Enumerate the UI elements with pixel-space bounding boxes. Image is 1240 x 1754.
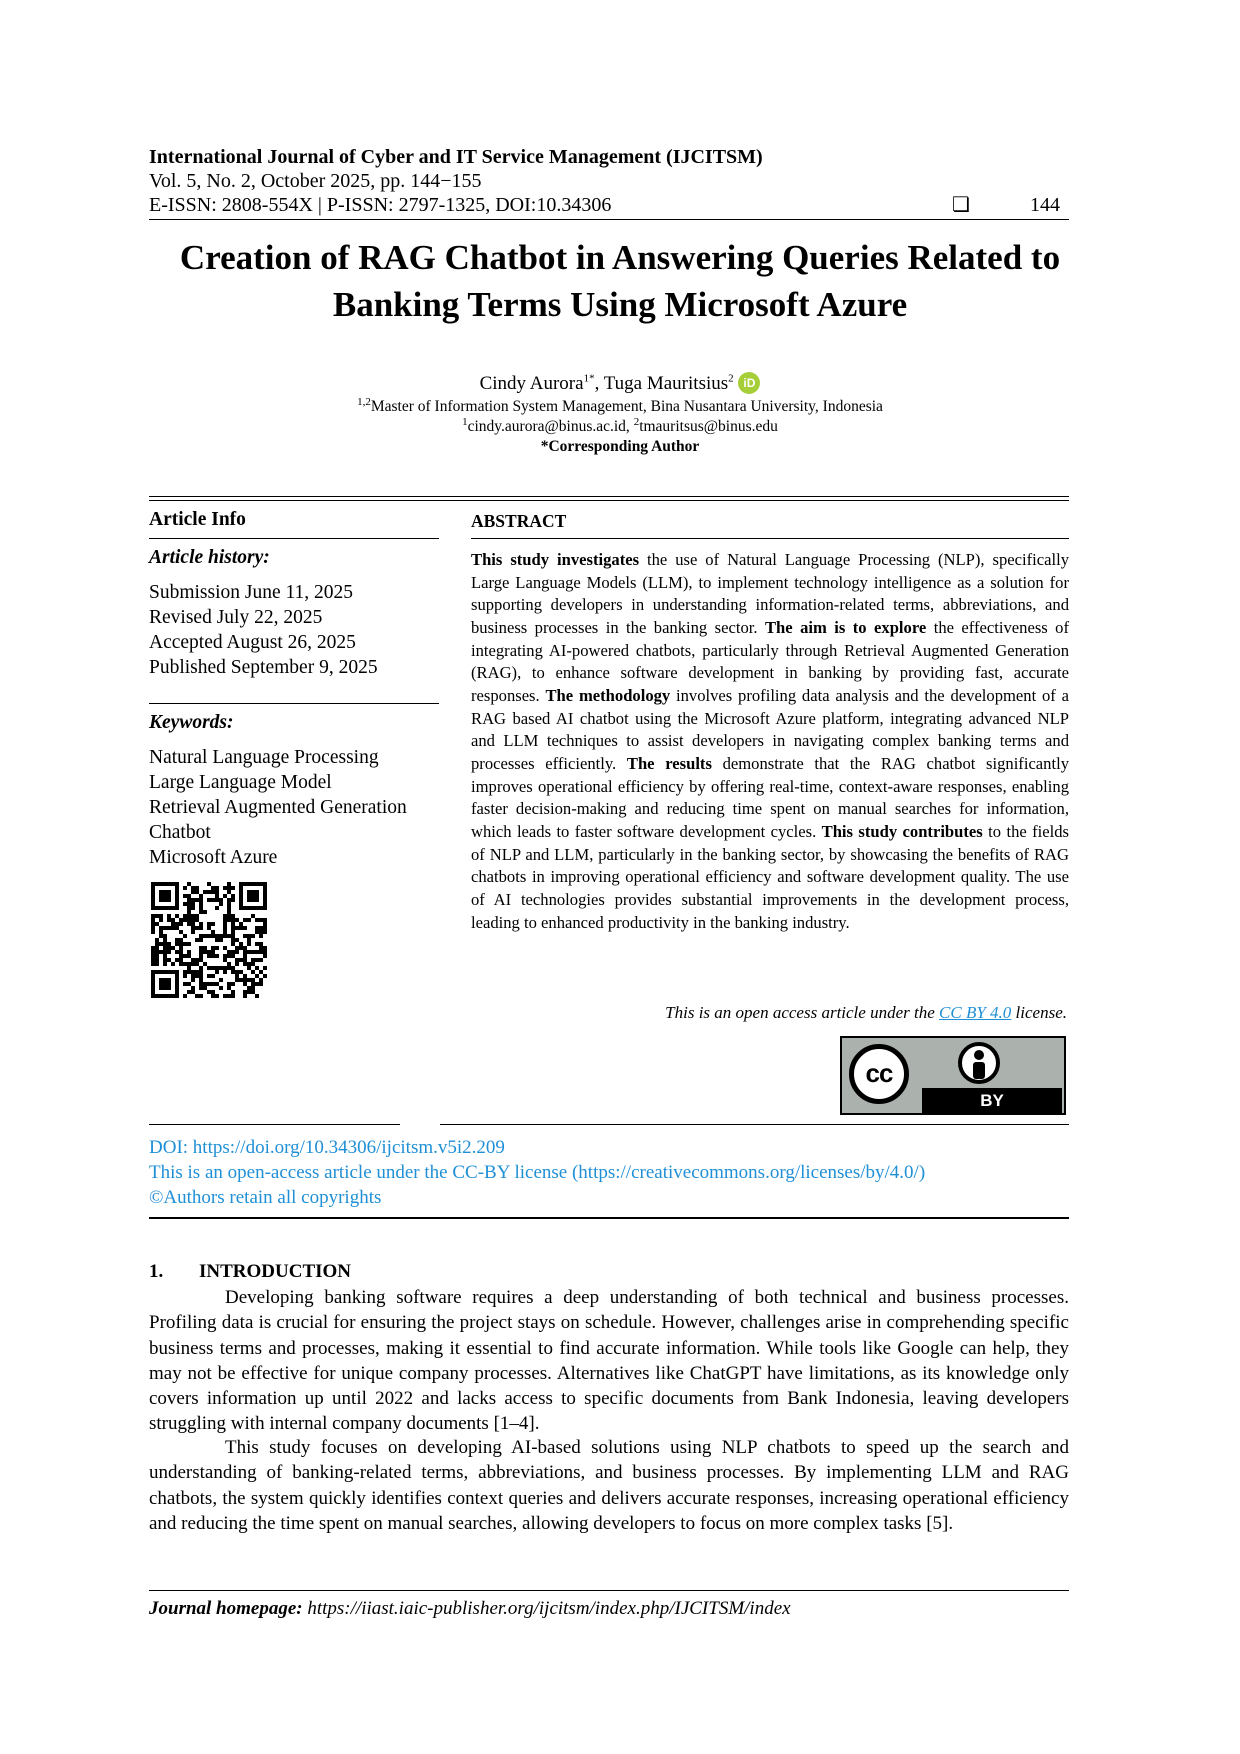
header-rule bbox=[149, 219, 1069, 220]
keywords-rule bbox=[149, 703, 439, 704]
license-pre: This is an open access article under the bbox=[665, 1003, 940, 1022]
cc-by-badge[interactable]: cc BY bbox=[840, 1036, 1066, 1115]
license-line: This is an open access article under the… bbox=[471, 1002, 1067, 1024]
email-2-sup: 2 bbox=[633, 415, 640, 428]
doi-rule-right bbox=[440, 1124, 1069, 1125]
affiliation-text: Master of Information System Management,… bbox=[370, 398, 883, 415]
keywords-list: Natural Language Processing Large Langua… bbox=[149, 745, 407, 870]
box-icon: ❏ bbox=[952, 194, 970, 216]
doi-bottom-rule bbox=[149, 1217, 1069, 1219]
affiliation-sup: 1,2 bbox=[357, 395, 371, 408]
keyword-item: Natural Language Processing bbox=[149, 747, 379, 768]
history-item: Submission June 11, 2025 bbox=[149, 582, 354, 603]
intro-paragraph-2: This study focuses on developing AI-base… bbox=[149, 1437, 1069, 1534]
open-access-license[interactable]: This is an open-access article under the… bbox=[149, 1162, 926, 1183]
copyright-note: ©Authors retain all copyrights bbox=[149, 1187, 382, 1208]
history-item: Published September 9, 2025 bbox=[149, 657, 378, 678]
email-1: cindy.aurora@binus.ac.id, bbox=[467, 418, 634, 435]
article-info-rule bbox=[149, 538, 439, 539]
doi-rule-left bbox=[149, 1124, 400, 1125]
keyword-item: Large Language Model bbox=[149, 772, 332, 793]
emails: 1cindy.aurora@binus.ac.id, 2tmauritsus@b… bbox=[140, 415, 1100, 437]
author-separator: , bbox=[594, 373, 604, 394]
history-item: Revised July 22, 2025 bbox=[149, 607, 323, 628]
abstract-text-5: to the fields of NLP and LLM, particular… bbox=[471, 821, 1069, 932]
abstract-text-2: the effectiveness of integrating AI-powe… bbox=[471, 617, 1069, 705]
section-heading: INTRODUCTION bbox=[199, 1261, 352, 1282]
person-head bbox=[974, 1050, 984, 1060]
double-rule-bottom bbox=[149, 500, 1069, 501]
abstract-text-4: demonstrate that the RAG chatbot signifi… bbox=[471, 753, 1069, 841]
homepage-label: Journal homepage: bbox=[149, 1598, 303, 1619]
doi-link[interactable]: DOI: https://doi.org/10.34306/ijcitsm.v5… bbox=[149, 1137, 505, 1158]
by-label: BY bbox=[980, 1091, 1004, 1110]
keyword-item: Retrieval Augmented Generation bbox=[149, 797, 407, 818]
corresponding-author: *Corresponding Author bbox=[540, 438, 700, 455]
footer-rule bbox=[149, 1590, 1069, 1591]
email-2: tmauritsus@binus.edu bbox=[639, 418, 778, 435]
issn-info: E-ISSN: 2808-554X | P-ISSN: 2797-1325, D… bbox=[149, 194, 612, 216]
abstract-bold-5: This study contributes bbox=[821, 821, 983, 841]
abstract-bold-4: The results bbox=[626, 753, 712, 773]
volume-info: Vol. 5, No. 2, October 2025, pp. 144−155 bbox=[149, 170, 482, 192]
abstract-body: This study investigates the use of Natur… bbox=[471, 549, 1069, 934]
abstract-bold-3: The methodology bbox=[545, 685, 671, 705]
intro-paragraph-1: Developing banking software requires a d… bbox=[149, 1287, 1069, 1435]
history-item: Accepted August 26, 2025 bbox=[149, 632, 356, 653]
cc-icon: cc bbox=[849, 1044, 909, 1104]
section-number: 1. bbox=[149, 1261, 164, 1282]
abstract-bold-2: The aim is to explore bbox=[764, 617, 927, 637]
abstract-text-3: involves profiling data analysis and the… bbox=[471, 685, 1069, 773]
keywords-heading: Keywords: bbox=[149, 712, 234, 733]
affiliation: 1,2Master of Information System Manageme… bbox=[140, 395, 1100, 417]
history-list: Submission June 11, 2025 Revised July 22… bbox=[149, 580, 378, 680]
keyword-item: Chatbot bbox=[149, 822, 211, 843]
history-heading: Article history: bbox=[149, 547, 270, 568]
email-1-sup: 1 bbox=[462, 415, 468, 428]
article-info-heading: Article Info bbox=[149, 509, 246, 530]
keyword-item: Microsoft Azure bbox=[149, 847, 278, 868]
abstract-text-1: the use of Natural Language Processing (… bbox=[471, 550, 1069, 637]
person-body bbox=[973, 1062, 985, 1079]
abstract-rule bbox=[471, 538, 1069, 539]
author-1: Cindy Aurora bbox=[479, 373, 584, 394]
cc-by-link[interactable]: CC BY 4.0 bbox=[939, 1003, 1012, 1022]
author-1-sup: 1* bbox=[583, 372, 595, 385]
abstract-heading: ABSTRACT bbox=[471, 511, 567, 531]
journal-name: International Journal of Cyber and IT Se… bbox=[149, 146, 763, 168]
journal-homepage: Journal homepage: https://iiast.iaic-pub… bbox=[149, 1597, 791, 1621]
license-post: license. bbox=[1011, 1003, 1067, 1022]
paper-title: Creation of RAG Chatbot in Answering Que… bbox=[179, 238, 1061, 324]
author-line: Cindy Aurora1*, Tuga Mauritsius2 iD bbox=[140, 372, 1100, 396]
page-number: 144 bbox=[1030, 194, 1060, 216]
double-rule-top bbox=[149, 496, 1069, 497]
author-2-sup: 2 bbox=[728, 372, 734, 385]
orcid-icon[interactable]: iD bbox=[738, 372, 761, 394]
by-strip bbox=[922, 1088, 1062, 1113]
author-2: Tuga Mauritsius bbox=[603, 373, 729, 394]
abstract-bold-1: This study investigates bbox=[471, 550, 640, 569]
attribution-person-icon bbox=[958, 1042, 1000, 1084]
homepage-url[interactable]: https://iiast.iaic-publisher.org/ijcitsm… bbox=[302, 1598, 791, 1619]
qr-code-icon[interactable] bbox=[151, 882, 267, 998]
